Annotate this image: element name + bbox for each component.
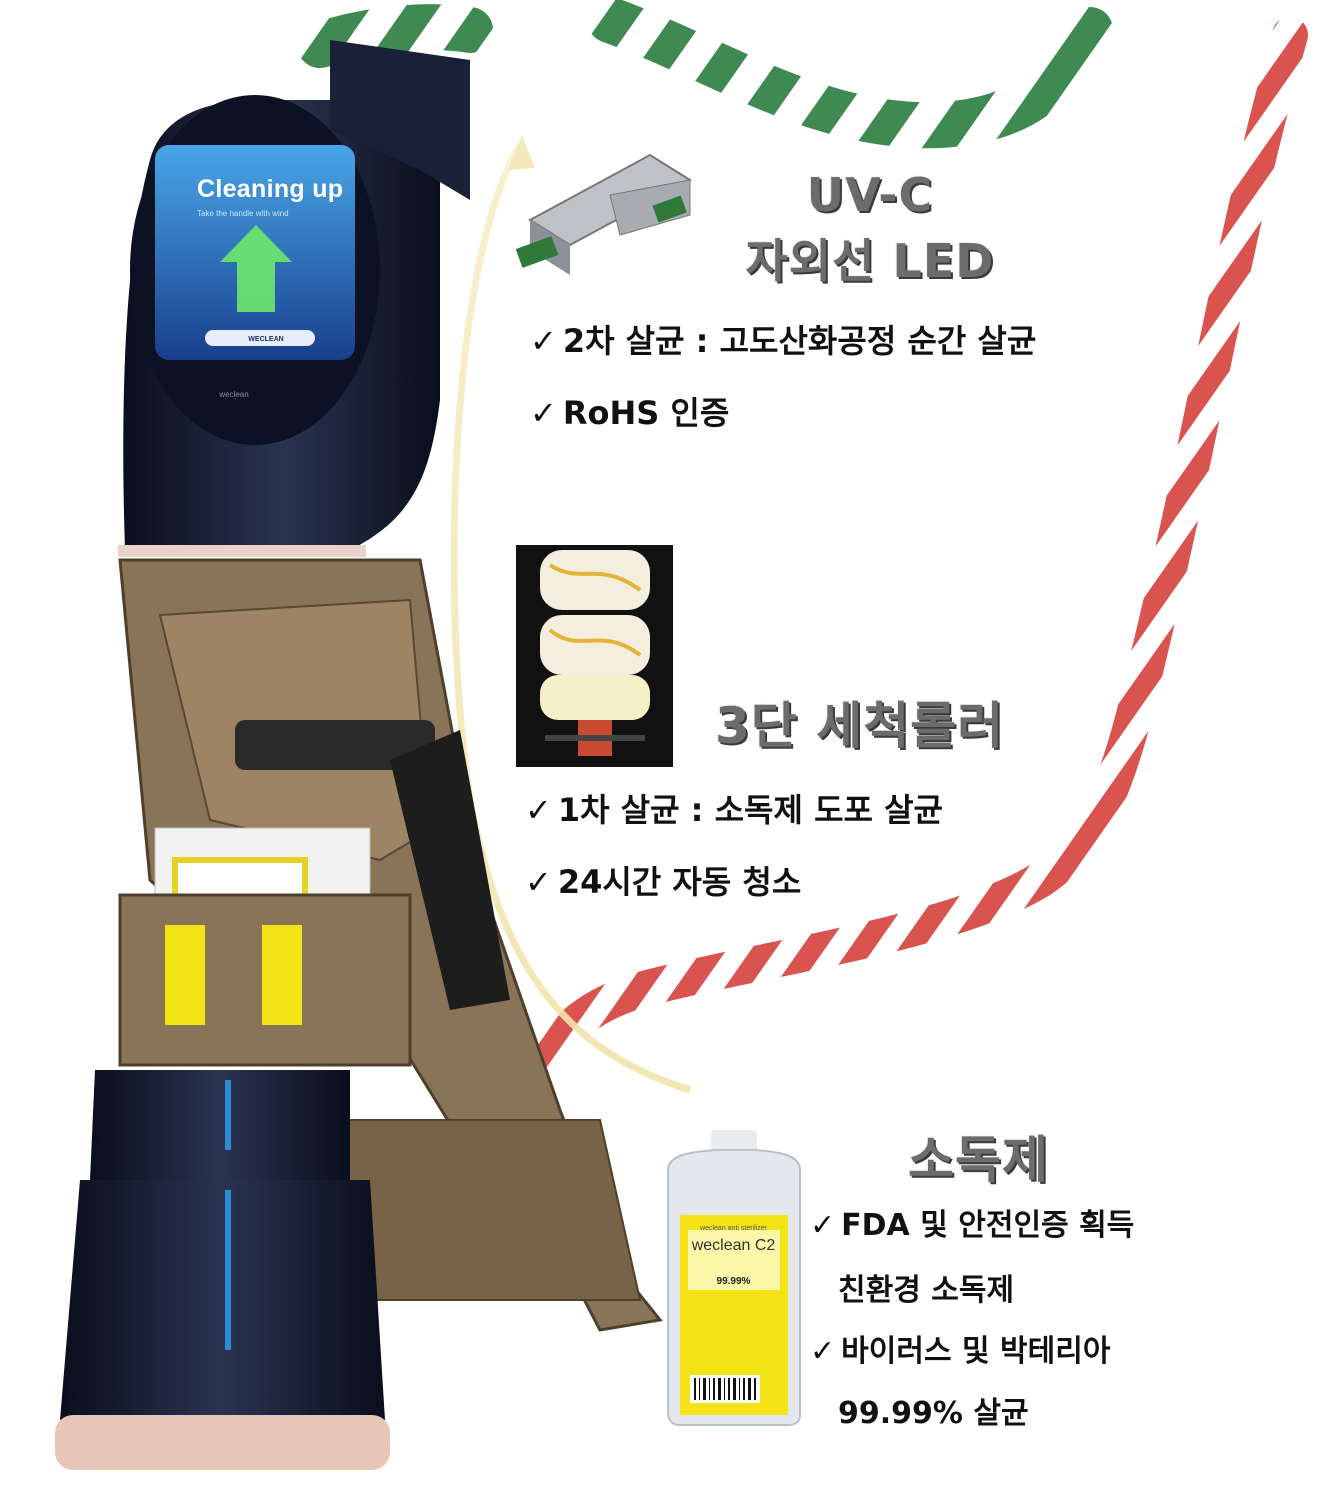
disinfectant-feature-1-line2: 친환경 소독제 [838, 1273, 1015, 1308]
arrow-icon [220, 225, 292, 312]
roller-feature-2: ✓24시간 자동 청소 [525, 863, 802, 901]
check-icon: ✓ [525, 863, 552, 901]
disinfectant-title: 소독제 [908, 1131, 1049, 1189]
roller-feature-1: ✓1차 살균 : 소독제 도포 살균 [525, 791, 943, 829]
roller-photo [516, 545, 673, 767]
check-icon: ✓ [525, 791, 552, 829]
disinfectant-bottle [667, 1130, 801, 1426]
uv-feature-2: ✓RoHS 인증 [530, 394, 730, 432]
uv-feature-1: ✓2차 살균 : 고도산화공정 순간 살균 [530, 322, 1037, 360]
handrail-green [297, 0, 1113, 149]
uv-led-module [515, 153, 692, 275]
screen-brand: WECLEAN [248, 336, 284, 343]
roller-title: 3단 세척롤러 [715, 697, 1005, 755]
disinfectant-feature-1: ✓FDA 및 안전인증 획득 [810, 1208, 1135, 1243]
device-logo: weclean [219, 390, 249, 399]
uv-title-line2: 자외선 LED [745, 234, 995, 288]
bottle-brand: weclean C2 [691, 1237, 776, 1254]
handrail-red [522, 17, 1308, 1088]
check-icon: ✓ [810, 1334, 836, 1369]
disinfectant-feature-2: ✓바이러스 및 박테리아 [810, 1334, 1111, 1369]
disinfectant-feature-2-line2: 99.99% 살균 [838, 1396, 1029, 1431]
check-icon: ✓ [530, 322, 557, 360]
check-icon: ✓ [810, 1208, 836, 1243]
screen-title: Cleaning up [197, 175, 344, 203]
bottle-top-text: weclean anti sterilizer [700, 1225, 767, 1232]
bottle-percent: 99.99% [716, 1276, 751, 1287]
screen-subtitle: Take the handle with wind [197, 209, 289, 218]
check-icon: ✓ [530, 394, 557, 432]
uv-title-line1: UV-C [806, 168, 934, 222]
